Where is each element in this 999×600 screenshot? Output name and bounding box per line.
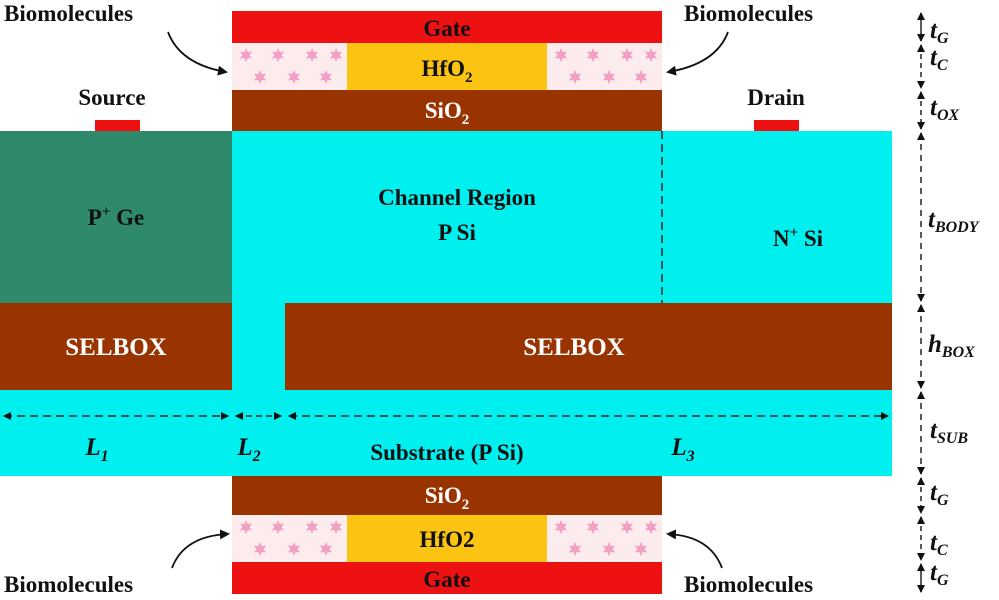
- bottom-gate-label: Gate: [423, 567, 470, 592]
- source-contact: [95, 120, 140, 131]
- bottom-hfo2-layer: [347, 515, 547, 562]
- biomolecule-dot: [239, 520, 253, 534]
- bottom-sio2-layer: [232, 476, 662, 515]
- bottom-gate: [232, 562, 662, 594]
- channel-region-sublabel: P Si: [438, 220, 476, 245]
- biomolecules-top-right-label: Biomolecules: [684, 1, 813, 26]
- biomolecule-dot: [644, 520, 658, 534]
- top-cavity-left: [232, 43, 347, 90]
- biomolecule-dot: [319, 70, 333, 84]
- biomolecule-dot: [586, 48, 600, 62]
- bottom-hfo2-label: HfO2: [420, 527, 475, 552]
- biomolecules-bottom-right-arrow: [666, 529, 723, 569]
- drain-region-n-si: [662, 131, 892, 303]
- biomolecule-dot: [329, 520, 343, 534]
- biomolecule-dot: [620, 520, 634, 534]
- tbody-label: tBODY: [928, 206, 980, 236]
- source-region-label: P+ Ge: [88, 204, 144, 230]
- biomolecule-dot: [305, 520, 319, 534]
- top-hfo2-layer: [347, 43, 547, 90]
- biomolecules-top-right-arrow: [666, 31, 729, 76]
- top-sio2-label: SiO2: [425, 98, 470, 128]
- biomolecule-dots-top-right: [554, 48, 658, 84]
- channel-region-label: Channel Region: [378, 185, 536, 210]
- biomolecule-dot: [287, 70, 301, 84]
- l3-label: L3: [670, 434, 694, 465]
- biomolecule-dots-bottom-left: [239, 520, 343, 556]
- selbox-left: [0, 303, 232, 390]
- biomolecule-dot: [634, 70, 648, 84]
- biomolecule-dot: [253, 70, 267, 84]
- biomolecules-top-left-arrow: [167, 31, 228, 76]
- tox-label: tOX: [930, 94, 960, 124]
- bottom-cavity-left: [232, 515, 347, 562]
- biomolecule-dot: [253, 542, 267, 556]
- tg-mid-label: tG: [930, 479, 949, 509]
- biomolecule-dots-bottom-right: [554, 520, 658, 556]
- channel-region: [232, 131, 662, 303]
- drain-contact: [754, 120, 799, 131]
- tg-bottom-label: tG: [930, 559, 949, 589]
- bottom-cavity-right: [547, 515, 662, 562]
- biomolecules-top-left-label: Biomolecules: [4, 1, 133, 26]
- biomolecule-dot: [305, 48, 319, 62]
- tc-top-label: tC: [930, 44, 948, 74]
- bottom-sio2-label: SiO2: [425, 483, 470, 513]
- biomolecule-dot: [554, 520, 568, 534]
- biomolecule-dot: [271, 48, 285, 62]
- biomolecule-dot: [568, 542, 582, 556]
- l1-label: L1: [84, 434, 108, 465]
- biomolecule-dot: [568, 70, 582, 84]
- drain-region-label: N+ Si: [773, 225, 824, 251]
- biomolecule-dot: [554, 48, 568, 62]
- biomolecule-dot: [602, 542, 616, 556]
- source-region-p-ge: [0, 131, 232, 303]
- tsub-label: tSUB: [930, 417, 968, 447]
- biomolecule-dot: [287, 542, 301, 556]
- selbox-right-label: SELBOX: [523, 334, 624, 361]
- substrate-layer: [0, 390, 892, 476]
- biomolecule-dot: [586, 520, 600, 534]
- biomolecules-bottom-left-arrow: [171, 529, 230, 569]
- biomolecule-dot: [271, 520, 285, 534]
- biomolecule-dot: [644, 48, 658, 62]
- l2-label: L2: [236, 434, 260, 465]
- biomolecule-dot: [239, 48, 253, 62]
- tg-top-label: tG: [930, 17, 949, 47]
- top-gate: [232, 11, 662, 43]
- substrate-label: Substrate (P Si): [370, 440, 523, 465]
- biomolecule-dot: [634, 542, 648, 556]
- tc-bottom-label: tC: [930, 529, 948, 559]
- top-hfo2-label: HfO2: [422, 56, 473, 86]
- top-gate-label: Gate: [423, 16, 470, 41]
- hbox-label: hBOX: [928, 331, 975, 361]
- top-sio2-layer: [232, 90, 662, 131]
- selbox-gap-channel: [232, 303, 285, 390]
- selbox-right: [285, 303, 892, 390]
- biomolecule-dot: [319, 542, 333, 556]
- biomolecule-dot: [620, 48, 634, 62]
- drain-label: Drain: [747, 85, 805, 110]
- biomolecule-dots-top-left: [239, 48, 343, 84]
- biomolecules-bottom-left-label: Biomolecules: [4, 572, 133, 597]
- biomolecule-dot: [602, 70, 616, 84]
- biomolecules-bottom-right-label: Biomolecules: [684, 572, 813, 597]
- biomolecule-dot: [329, 48, 343, 62]
- top-cavity-right: [547, 43, 662, 90]
- source-label: Source: [78, 85, 145, 110]
- selbox-left-label: SELBOX: [65, 334, 166, 361]
